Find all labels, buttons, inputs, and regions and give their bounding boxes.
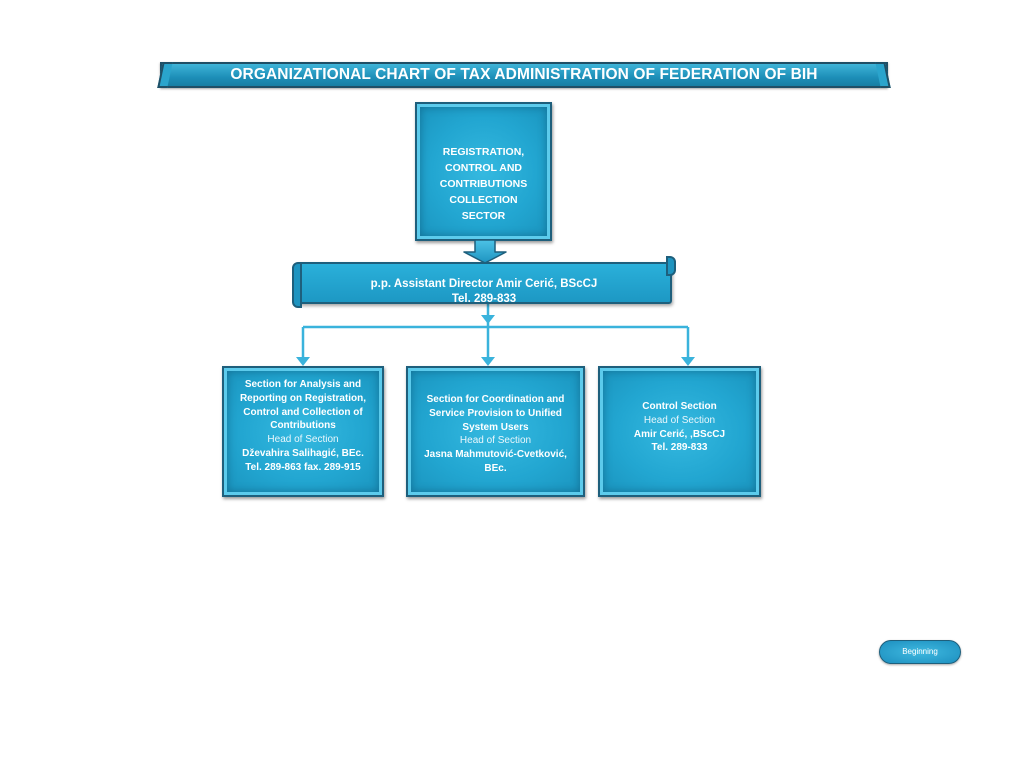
sector-line: REGISTRATION, — [442, 146, 525, 158]
arrowhead-icon — [296, 357, 310, 366]
sector-line: CONTROL AND — [445, 162, 522, 174]
chart-title: ORGANIZATIONAL CHART OF TAX ADMINISTRATI… — [230, 66, 818, 83]
section-contact: Tel. 289-833 — [651, 442, 708, 454]
sector-box: REGISTRATION, CONTROL AND CONTRIBUTIONS … — [415, 102, 552, 241]
assistant-director-name: p.p. Assistant Director Amir Cerić, BScC… — [370, 278, 598, 290]
section-role: Head of Section — [643, 414, 716, 426]
section-box-control: Control Section Head of Section Amir Cer… — [598, 366, 761, 497]
section-title-line: System Users — [462, 421, 529, 433]
section-contact: BEc. — [484, 462, 507, 474]
beginning-button[interactable]: Beginning — [879, 640, 961, 664]
section-title-line: Section for Analysis and — [244, 379, 362, 390]
section-head-name: Jasna Mahmutović-Cvetković, — [424, 449, 567, 461]
arrowhead-icon — [481, 357, 495, 366]
branch-lines — [301, 304, 690, 358]
section-head-name: Amir Cerić, ,BScCJ — [633, 428, 726, 440]
sector-line: COLLECTION SECTOR — [449, 194, 518, 222]
section-box-analysis: Section for Analysis and Reporting on Re… — [222, 366, 384, 497]
chart-title-banner: ORGANIZATIONAL CHART OF TAX ADMINISTRATI… — [157, 62, 891, 88]
section-head-name: Dževahira Salihagić, BEc. — [242, 447, 364, 459]
section-role: Head of Section — [267, 434, 339, 446]
section-title-line: Reporting on Registration, — [239, 392, 367, 404]
section-box-coordination: Section for Coordination and Service Pro… — [406, 366, 585, 497]
section-title-line: Service Provision to Unified — [429, 407, 562, 419]
section-contact: Tel. 289-863 fax. 289-915 — [245, 461, 361, 473]
sector-line: CONTRIBUTIONS — [439, 178, 528, 190]
arrowheads — [296, 315, 695, 366]
arrowhead-icon — [681, 357, 695, 366]
assistant-director-phone: Tel. 289-833 — [451, 293, 517, 305]
assistant-director-scroll: p.p. Assistant Director Amir Cerić, BScC… — [292, 256, 676, 308]
arrowhead-icon — [481, 315, 495, 324]
section-title-line: Control and Collection of — [243, 406, 363, 418]
section-role: Head of Section — [459, 435, 532, 447]
section-title-line: Control Section — [642, 401, 717, 412]
down-arrow-icon — [463, 239, 507, 264]
section-title-line: Section for Coordination and — [426, 394, 565, 405]
section-title-line: Contributions — [270, 420, 336, 432]
